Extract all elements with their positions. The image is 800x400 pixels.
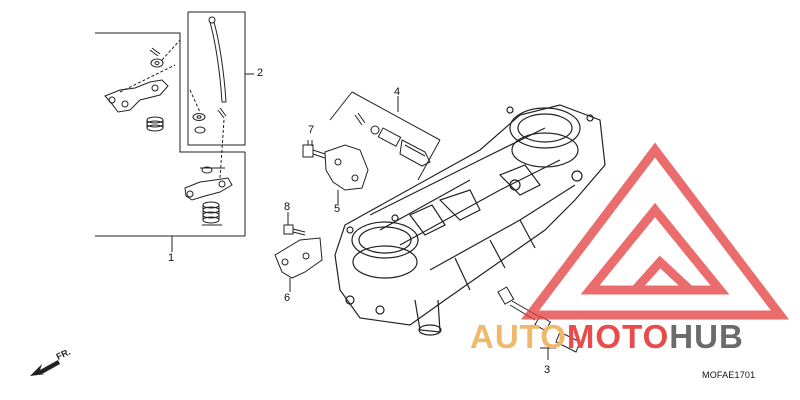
upper-linkage-arm [104,64,176,113]
callout-number-2: 2 [257,67,264,79]
watermark-part-auto: AUTO [470,318,567,355]
leader-lines [287,96,399,218]
watermark-part-moto: MOTO [566,318,670,355]
throttle-rod [208,16,227,103]
upper-spring [146,116,164,132]
lower-linkage-arm [184,166,233,201]
watermark-part-hub: HUB [669,318,744,355]
callout-1-bracket [95,32,246,252]
front-direction-indicator: FR. [28,347,88,383]
callout-number-6: 6 [284,292,291,304]
bolt-7 [302,140,326,159]
watermark-logo [520,142,790,320]
callout-number-4: 4 [394,86,401,98]
throttle-body-housing [334,104,606,336]
front-arrow-icon: FR. [30,347,72,376]
callout-number-1: 1 [168,252,175,264]
callout-number-5: 5 [334,203,341,215]
callout-4-bracket [329,91,441,181]
lower-spring [202,201,222,226]
adjuster-screw [354,112,431,167]
callout-number-8: 8 [284,201,291,213]
callout-2-bracket [187,11,254,146]
bracket-5 [324,144,369,200]
figure-code: MOFAE1701 [702,370,756,380]
upper-pins [149,39,181,68]
callout-number-3: 3 [544,364,551,376]
bolt-8 [283,215,306,236]
callout-number-7: 7 [308,124,315,136]
bracket-6 [274,237,323,292]
rod-washers [189,89,227,179]
watermark-text: AUTOMOTOHUB [470,318,744,356]
front-label: FR. [55,348,72,362]
